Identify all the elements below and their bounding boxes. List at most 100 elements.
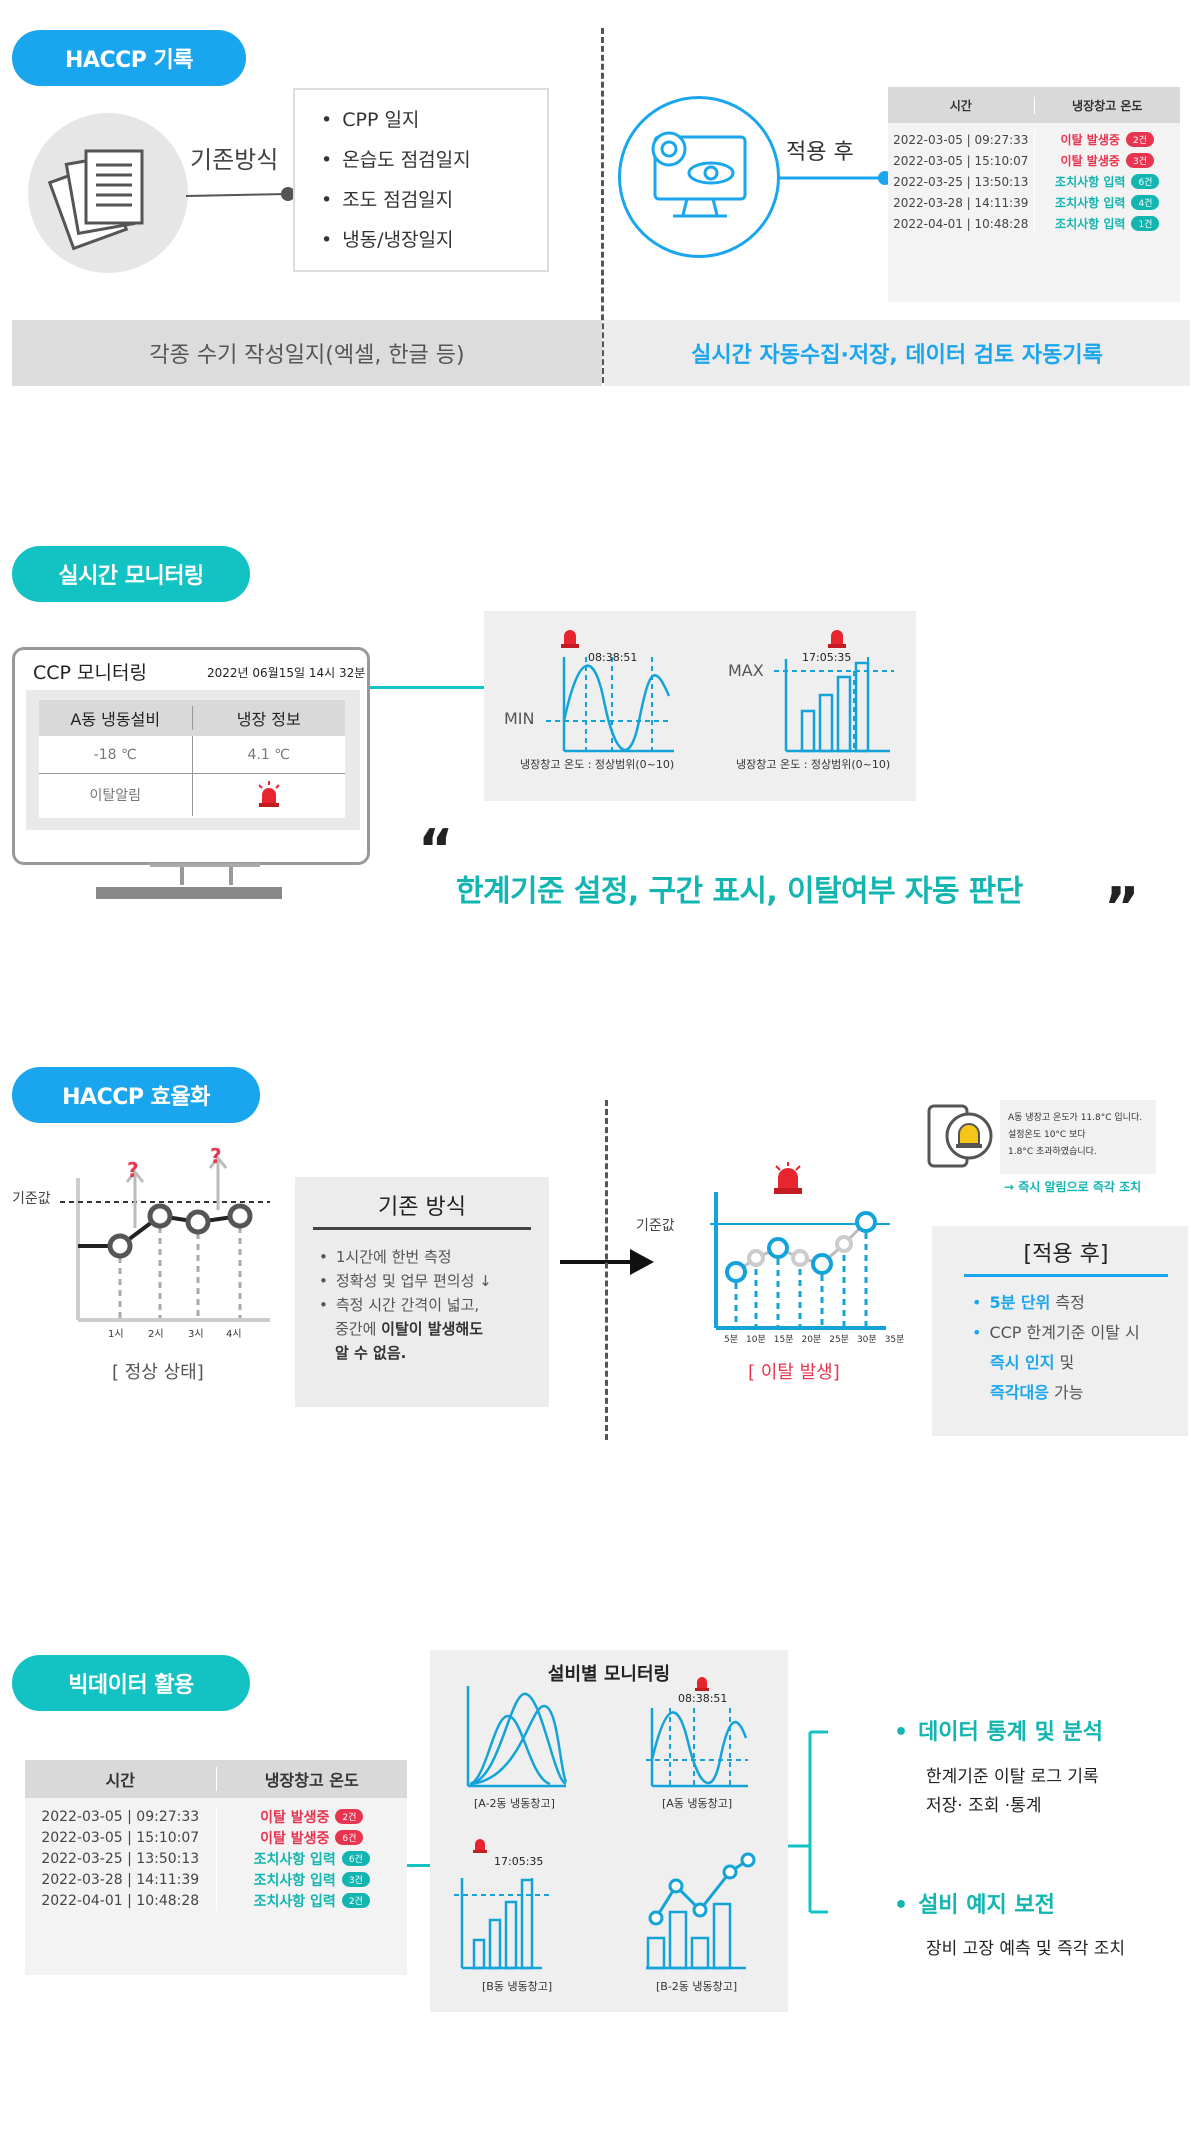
documents-icon bbox=[28, 113, 188, 273]
after-method-box: [적용 후] •5분 단위 측정 •CCP 한계기준 이탈 시 즉시 인지 및 … bbox=[932, 1226, 1188, 1436]
status-text: 조치사항 입력 bbox=[253, 1851, 336, 1868]
connector-line bbox=[407, 1864, 430, 1867]
after-summary-bar: 실시간 자동수집·저장, 데이터 검토 자동기록 bbox=[604, 320, 1190, 386]
row-time: 2022-04-01 | 10:48:28 bbox=[25, 1890, 217, 1911]
legacy-summary-bar: 각종 수기 작성일지(엑셀, 한글 등) bbox=[12, 320, 602, 386]
alarm-label: 이탈알림 bbox=[39, 774, 193, 816]
quote-close: ” bbox=[1104, 876, 1140, 939]
table-row: 2022-03-25 | 13:50:13 조치사항 입력 6건 bbox=[888, 171, 1180, 192]
row-time: 2022-03-28 | 14:11:39 bbox=[888, 192, 1035, 213]
row-time: 2022-03-05 | 15:10:07 bbox=[888, 150, 1035, 171]
legacy-log-item: •조도 점검일지 bbox=[321, 189, 454, 211]
row-time: 2022-03-05 | 15:10:07 bbox=[25, 1827, 217, 1848]
legacy-log-item: •CPP 일지 bbox=[321, 109, 420, 131]
status-text: 이탈 발생중 bbox=[260, 1830, 330, 1847]
count-badge: 6건 bbox=[341, 1851, 370, 1866]
benefit-line: 장비 고장 예측 및 즉각 조치 bbox=[926, 1939, 1126, 1959]
question-mark: ? bbox=[127, 1158, 139, 1182]
status-text: 조치사항 입력 bbox=[1055, 196, 1126, 210]
normal-state-label: [ 정상 상태] bbox=[112, 1362, 204, 1383]
chart2-max-label: MAX bbox=[728, 661, 764, 680]
table-header: 시간 bbox=[888, 96, 1035, 114]
chart-caption: [B동 냉동창고] bbox=[482, 1980, 553, 1993]
section-pill-haccp-efficiency: HACCP 효율화 bbox=[12, 1067, 260, 1123]
chart2-caption: 냉장창고 온도 : 정상범위(0~10) bbox=[736, 758, 891, 771]
baseline-label-2: 기준값 bbox=[636, 1218, 675, 1234]
legacy-method-box: 기존 방식 •1시간에 한번 측정 •정확성 및 업무 편의성 ↓ •측정 시간… bbox=[295, 1177, 549, 1407]
ccp-table: A동 냉동설비 냉장 정보 -18 ℃ 4.1 ℃ 이탈알림 bbox=[26, 690, 360, 830]
legacy-box-title: 기존 방식 bbox=[313, 1189, 531, 1230]
five-minute-chart bbox=[710, 1162, 890, 1330]
chart-caption: [B-2동 냉동창고] bbox=[656, 1980, 738, 1993]
count-badge: 6건 bbox=[1131, 174, 1160, 189]
baseline-label: 기준값 bbox=[12, 1191, 51, 1207]
table-row: 2022-03-05 | 15:10:07 이탈 발생중 3건 bbox=[888, 150, 1180, 171]
benefit-heading: •데이터 통계 및 분석 bbox=[894, 1720, 1103, 1745]
legacy-method-label: 기존방식 bbox=[190, 146, 279, 174]
row-status: 이탈 발생중 6건 bbox=[217, 1828, 408, 1848]
question-mark: ? bbox=[210, 1144, 222, 1168]
chart-caption: [A동 냉동창고] bbox=[662, 1797, 733, 1810]
chart-time: 17:05:35 bbox=[494, 1855, 544, 1868]
quote-open: “ bbox=[418, 818, 454, 881]
siren-icon bbox=[561, 630, 579, 648]
chart1-caption: 냉장창고 온도 : 정상범위(0~10) bbox=[520, 758, 675, 771]
siren-icon bbox=[828, 630, 846, 648]
section-pill-haccp-record: HACCP 기록 bbox=[12, 30, 246, 86]
count-badge: 2건 bbox=[341, 1893, 370, 1908]
status-text: 조치사항 입력 bbox=[1055, 175, 1126, 189]
legacy-log-list: •CPP 일지 •온습도 점검일지 •조도 점검일지 •냉동/냉장일지 bbox=[293, 88, 549, 272]
section-pill-realtime-monitoring: 실시간 모니터링 bbox=[12, 546, 250, 602]
freezer-temp: -18 ℃ bbox=[39, 736, 193, 773]
hourly-chart bbox=[60, 1155, 270, 1322]
threshold-charts-panel: 08:38:51 MIN 냉장창고 온도 : 정상범위(0~10) 17:05:… bbox=[484, 611, 916, 801]
row-status: 조치사항 입력 4건 bbox=[1035, 194, 1181, 211]
status-text: 조치사항 입력 bbox=[253, 1872, 336, 1889]
legacy-log-item: •온습도 점검일지 bbox=[321, 149, 471, 171]
table-row: 2022-03-28 | 14:11:39 조치사항 입력 4건 bbox=[888, 192, 1180, 213]
quote-text: 한계기준 설정, 구간 표시, 이탈여부 자동 판단 bbox=[456, 874, 1023, 909]
status-text: 이탈 발생중 bbox=[260, 1809, 330, 1826]
after-box-title: [적용 후] bbox=[964, 1236, 1168, 1277]
row-time: 2022-03-05 | 09:27:33 bbox=[25, 1806, 217, 1827]
table-header: 냉장창고 온도 bbox=[264, 1771, 359, 1790]
monitor-date: 2022년 06월15일 14시 32분 bbox=[207, 666, 366, 680]
ccp-col-header: 냉장 정보 bbox=[236, 710, 301, 729]
legacy-log-item: •냉동/냉장일지 bbox=[321, 229, 454, 251]
monitor-screen: CCP 모니터링 2022년 06월15일 14시 32분 A동 냉동설비 냉장… bbox=[12, 647, 370, 865]
row-time: 2022-03-25 | 13:50:13 bbox=[25, 1848, 217, 1869]
count-badge: 6건 bbox=[335, 1830, 364, 1845]
count-badge: 4건 bbox=[1131, 195, 1160, 210]
siren-icon bbox=[695, 1677, 709, 1691]
count-badge: 1건 bbox=[1131, 216, 1160, 231]
deviation-label: [ 이탈 발생] bbox=[748, 1362, 840, 1383]
benefit-line: 저장· 조회 ·통계 bbox=[926, 1796, 1042, 1816]
legacy-box-list: •1시간에 한번 측정 •정확성 및 업무 편의성 ↓ •측정 시간 간격이 넓… bbox=[319, 1248, 492, 1362]
chart1-time: 08:38:51 bbox=[588, 651, 638, 664]
table-header: 시간 bbox=[25, 1767, 217, 1791]
row-status: 이탈 발생중 3건 bbox=[1035, 152, 1181, 169]
panel-title: 설비별 모니터링 bbox=[547, 1664, 671, 1685]
arrow-right-icon bbox=[560, 1249, 654, 1275]
after-box-list: •5분 단위 측정 •CCP 한계기준 이탈 시 즉시 인지 및 즉각대응 가능 bbox=[972, 1293, 1140, 1402]
row-status: 조치사항 입력 6건 bbox=[1035, 173, 1181, 190]
status-text: 이탈 발생중 bbox=[1060, 154, 1120, 168]
row-time: 2022-03-25 | 13:50:13 bbox=[888, 171, 1035, 192]
siren-icon bbox=[193, 781, 346, 809]
count-badge: 3건 bbox=[1125, 153, 1154, 168]
row-time: 2022-04-01 | 10:48:28 bbox=[888, 213, 1035, 234]
row-status: 조치사항 입력 6건 bbox=[217, 1849, 408, 1869]
